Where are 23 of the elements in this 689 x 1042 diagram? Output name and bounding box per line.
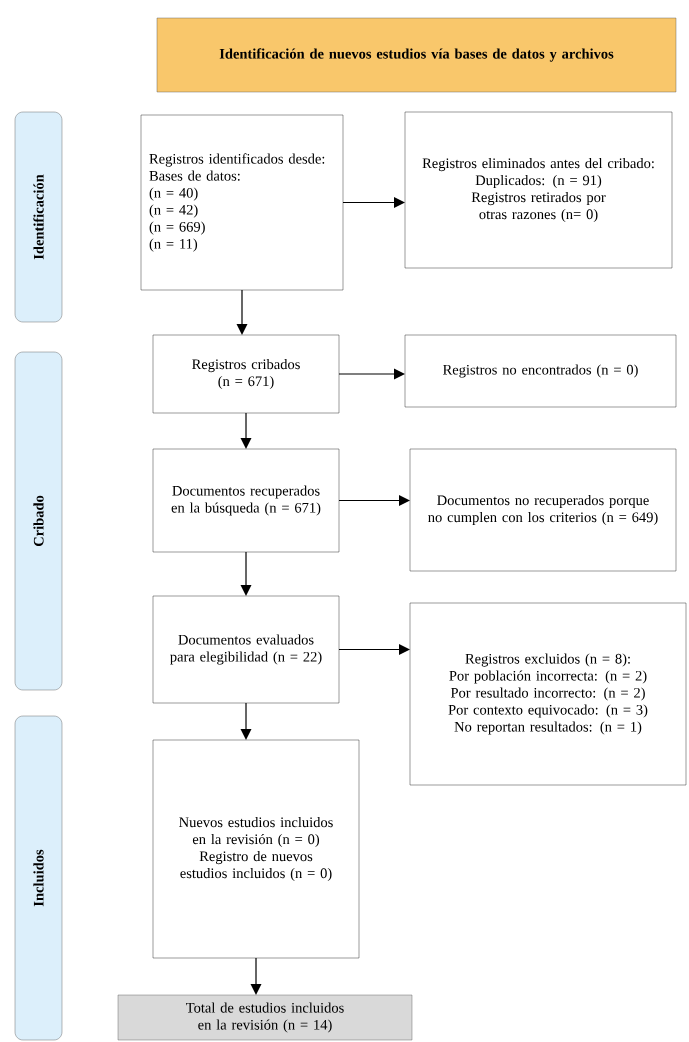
process-box: Registros eliminados antes del cribado: Duplicados: (n = 91) Registros retirados por otras razones (n= 0) xyxy=(404,111,673,269)
process-box: Registros excluidos (n = 8): Por población incorrecta: (n = 2) Por resultado incorrecto: (n = 2) Por contexto equivocado: (n = 3) No reportan resultados: (n = 1) xyxy=(409,602,687,786)
process-box: Registros cribados (n = 671) xyxy=(152,334,340,414)
process-box: Registros no encontrados (n = 0) xyxy=(404,334,677,408)
process-box: Registros identificados desde: Bases de datos: (n = 40) (n = 42) (n = 669) (n = 11) xyxy=(140,114,344,291)
stage-band: Cribado xyxy=(14,351,63,691)
arrow xyxy=(338,644,410,655)
title-box: Identificación de nuevos estudios vía bases de datos y archivos xyxy=(156,17,677,93)
arrow xyxy=(240,702,252,740)
arrow xyxy=(240,551,252,596)
result-box: Total de estudios incluidos en la revisión (n = 14) xyxy=(117,994,413,1041)
stage-band: Incluidos xyxy=(14,715,63,1041)
process-box: Documentos evaluados para elegibilidad (n = 22) xyxy=(152,595,340,704)
arrow xyxy=(240,412,252,449)
arrow xyxy=(236,289,248,335)
arrow xyxy=(338,368,405,380)
arrow xyxy=(338,495,410,506)
process-box: Documentos recuperados en la búsqueda (n = 671) xyxy=(152,448,340,553)
process-box: Nuevos estudios incluidos en la revisión (n = 0) Registro de nuevos estudios incluidos (n = 0) xyxy=(152,739,360,959)
arrow xyxy=(342,197,405,208)
process-box: Documentos no recuperados porque no cumplen con los criterios (n = 649) xyxy=(409,448,677,572)
arrow xyxy=(250,957,262,995)
stage-band: Identificación xyxy=(14,111,63,323)
